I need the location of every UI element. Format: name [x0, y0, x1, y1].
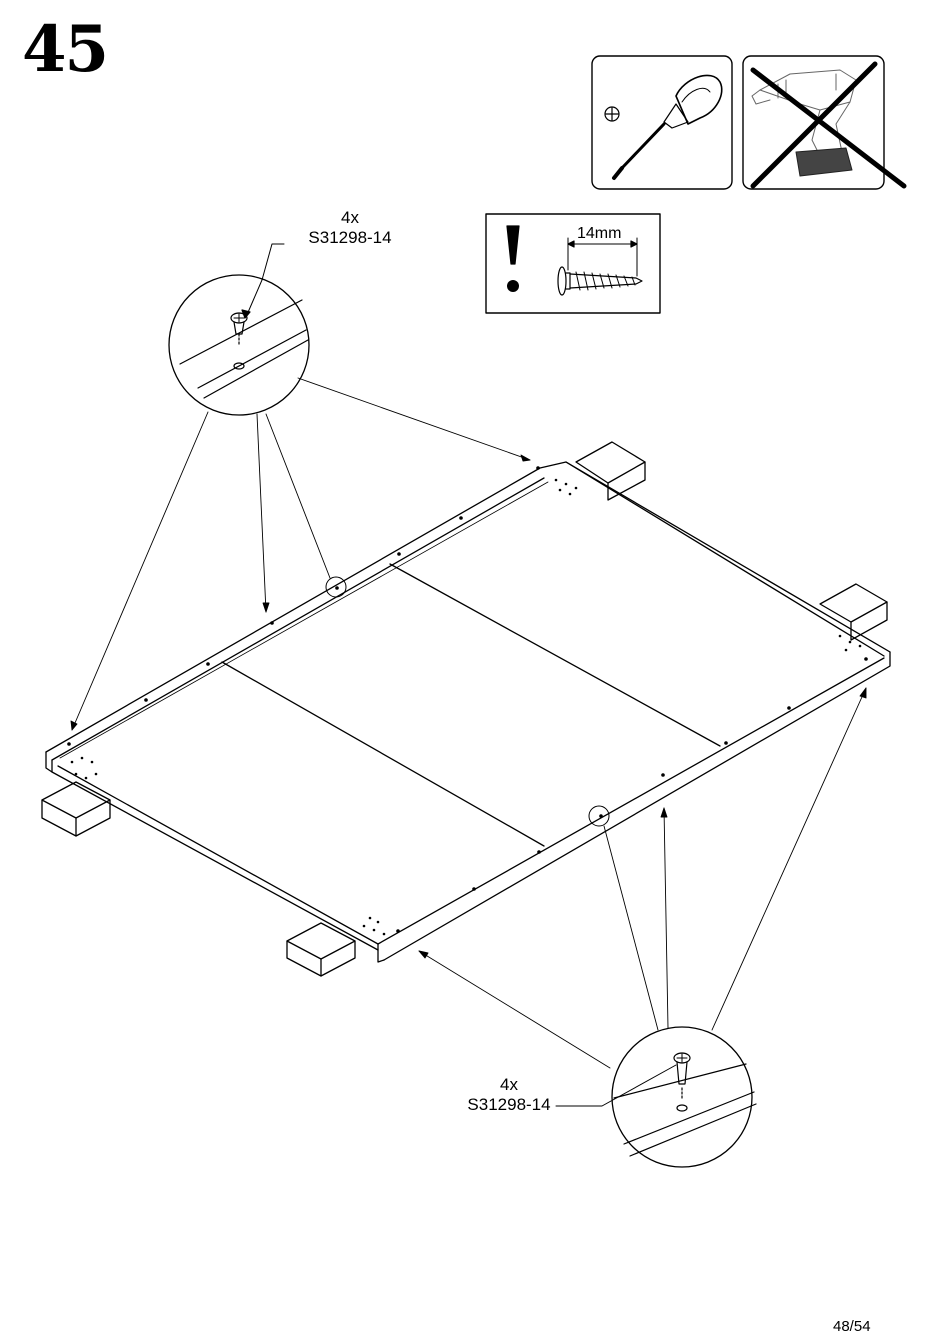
detail-circle-bottom	[556, 1027, 756, 1167]
drill-tool-box-crossed	[743, 56, 904, 189]
pointer-lines-top	[71, 378, 530, 730]
power-drill-icon	[752, 70, 856, 176]
pointer-lines-bottom	[419, 688, 866, 1068]
screwdriver-tool-box	[592, 56, 732, 189]
callout-bottom-part-code: S31298-14	[459, 1095, 559, 1115]
callout-top-label: 4x S31298-14	[300, 208, 400, 248]
callout-bottom-quantity: 4x	[459, 1075, 559, 1095]
screwdriver-icon	[605, 75, 722, 178]
screw-length-warning-box	[486, 214, 660, 313]
screw-icon	[558, 267, 642, 295]
support-beams	[42, 442, 887, 976]
length-dimension	[568, 238, 637, 276]
callout-bottom-label: 4x S31298-14	[459, 1075, 559, 1115]
warning-exclamation-icon	[507, 226, 519, 264]
page-number: 48/54	[833, 1318, 871, 1335]
callout-top-part-code: S31298-14	[300, 228, 400, 248]
detail-circle-top	[169, 244, 309, 415]
detail-marker-bottom	[589, 806, 609, 826]
screw-holes	[67, 466, 868, 935]
bed-panel	[46, 462, 890, 962]
callout-top-quantity: 4x	[300, 208, 400, 228]
screw-length-label: 14mm	[577, 225, 621, 243]
